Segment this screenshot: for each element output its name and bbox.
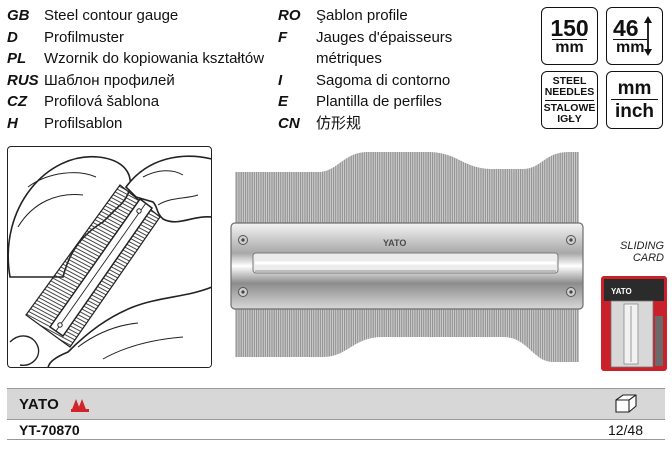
lang-code: H (7, 114, 18, 132)
lang-code: D (7, 28, 18, 46)
steel-needles-box: STEEL NEEDLES STALOWE IGŁY (541, 71, 598, 129)
packaging-card-drawing: YATO (601, 276, 667, 371)
sliding-line: SLIDING (619, 240, 664, 252)
unit-mm: mm (617, 77, 652, 99)
needles-line: IGŁY (557, 112, 582, 125)
depth-spec-box: 46 mm (606, 7, 663, 65)
hand-using-gauge-drawing (8, 155, 211, 367)
product-photo: YATO (223, 147, 593, 371)
lang-row-h: H Profilsablon (7, 113, 277, 135)
brand-name: YATO (19, 396, 60, 413)
package-box-icon (615, 394, 637, 413)
lang-row-i: I Sagoma di contorno (278, 70, 518, 92)
lang-text: Sagoma di contorno (316, 71, 451, 89)
lang-text: Шаблон профилей (44, 71, 175, 89)
lang-row-cz: CZ Profilová šablona (7, 91, 277, 113)
unit-box: mm inch (606, 71, 663, 129)
lang-row-cn: CN 仿形规 (278, 113, 518, 135)
length-spec-box: 150 mm (541, 7, 598, 65)
lang-text-continuation: métriques (316, 50, 382, 68)
lang-row-pl: PL Wzornik do kopiowania kształtów (7, 48, 277, 70)
product-footer: YATO YT-70870 12/48 (7, 388, 665, 440)
language-list-left: GB Steel contour gauge D Profilmuster PL… (7, 5, 277, 135)
lang-code: GB (7, 7, 30, 24)
lang-code: CZ (7, 93, 27, 111)
depth-unit: mm (613, 38, 648, 56)
lang-row-gb: GB Steel contour gauge (7, 5, 277, 27)
lang-code: RUS (7, 71, 39, 89)
lang-text: Jauges d'épaisseurs (316, 28, 453, 46)
length-value: 150 (550, 14, 589, 41)
product-code-row: YT-70870 12/48 (7, 419, 665, 440)
needles-line: NEEDLES (544, 86, 595, 101)
lang-code: F (278, 28, 288, 46)
lang-text: Wzornik do kopiowania kształtów (44, 50, 265, 68)
brand-band: YATO (7, 389, 665, 419)
lang-code: PL (7, 50, 27, 68)
lang-row-ro: RO Şablon profile (278, 5, 518, 27)
lang-code: I (278, 71, 283, 89)
engraved-brand: YATO (383, 238, 406, 248)
package-quantity: 12/48 (607, 422, 643, 438)
unit-inch: inch (611, 98, 658, 122)
needles-line: STEEL (552, 74, 587, 87)
lang-code: RO (278, 7, 301, 24)
lang-text: Steel contour gauge (44, 7, 179, 24)
lang-text: Plantilla de perfiles (316, 93, 442, 111)
depth-value: 46 (613, 14, 639, 41)
product-code: YT-70870 (19, 422, 80, 438)
sliding-card-label: SLIDING CARD (620, 240, 664, 264)
lang-text: 仿形规 (316, 114, 362, 132)
lang-row-e: E Plantilla de perfiles (278, 91, 518, 113)
contour-gauge-image: YATO (230, 152, 584, 362)
lang-code: E (278, 93, 289, 111)
lang-text: Şablon profile (316, 7, 408, 24)
usage-illustration (7, 146, 212, 368)
card-brand: YATO (611, 287, 632, 296)
length-unit: mm (552, 38, 587, 56)
yato-logo-icon (71, 399, 89, 412)
vertical-arrow-icon (644, 16, 652, 56)
lang-text: Profilmuster (44, 28, 125, 46)
language-list-right: RO Şablon profile F Jauges d'épaisseurs … (278, 5, 518, 135)
lang-text: Profilsablon (44, 114, 123, 132)
lang-row-d: D Profilmuster (7, 27, 277, 49)
sliding-card-image: YATO (601, 276, 667, 371)
lang-code: CN (278, 114, 300, 132)
sliding-line: CARD (632, 252, 664, 264)
lang-row-f: F Jauges d'épaisseurs (278, 27, 518, 49)
lang-row-rus: RUS Шаблон профилей (7, 70, 277, 92)
needles-line: STALOWE (543, 101, 596, 114)
lang-text: Profilová šablona (44, 93, 160, 111)
